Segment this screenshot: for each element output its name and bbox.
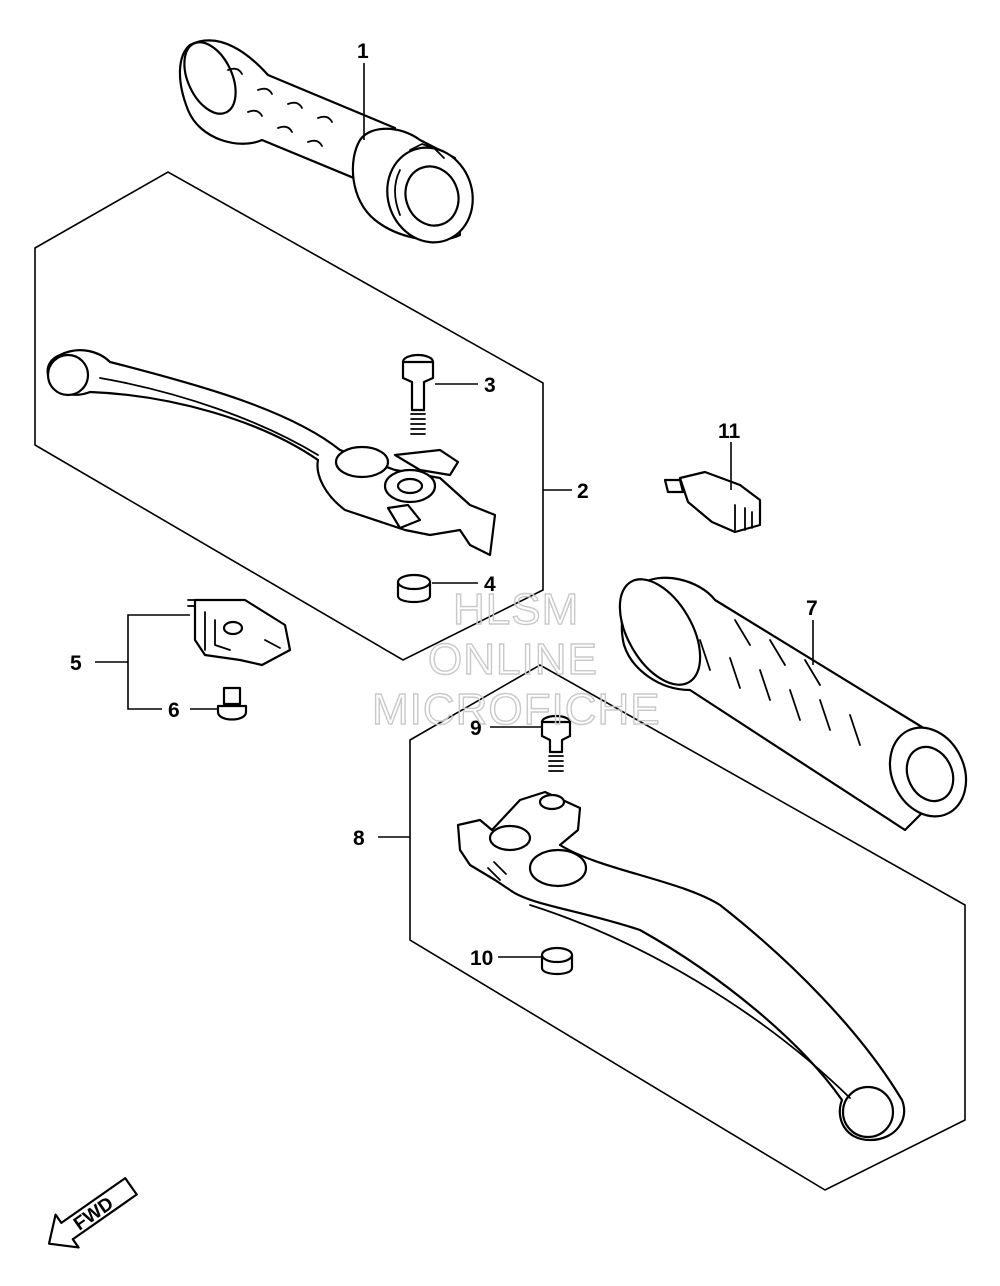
- lever-upper[interactable]: [46, 349, 497, 557]
- nut-upper[interactable]: [396, 573, 432, 604]
- leader-lines: [95, 63, 814, 958]
- callout-1: 1: [357, 40, 369, 63]
- callout-8: 8: [353, 827, 365, 850]
- watermark-line-2: ONLINE: [428, 635, 598, 684]
- switch-11[interactable]: [663, 470, 762, 534]
- nut-lower[interactable]: [540, 946, 574, 976]
- callout-2: 2: [577, 480, 589, 503]
- switch-5[interactable]: [187, 598, 292, 667]
- callout-4: 4: [484, 573, 496, 596]
- callout-7: 7: [806, 597, 818, 620]
- pivot-bolt-lower[interactable]: [540, 714, 572, 772]
- pivot-bolt-upper[interactable]: [401, 353, 435, 435]
- fwd-direction-arrow: FWD: [47, 1177, 138, 1249]
- throttle-grip-right[interactable]: [603, 566, 980, 832]
- screw-6[interactable]: [216, 686, 248, 721]
- lever-lower[interactable]: [456, 790, 906, 1142]
- callout-5: 5: [70, 652, 82, 675]
- callout-10: 10: [470, 947, 493, 970]
- handlebar-grip-left[interactable]: [174, 34, 486, 254]
- callout-9: 9: [470, 717, 482, 740]
- watermark-line-3: MICROFICHE: [372, 685, 661, 734]
- callout-3: 3: [484, 374, 496, 397]
- callout-6: 6: [168, 699, 180, 722]
- lever-assembly-box-right: [34, 171, 544, 661]
- lever-assembly-box-left: [409, 664, 966, 1191]
- watermark-line-1: HLSM: [453, 585, 579, 634]
- callout-11: 11: [718, 420, 741, 443]
